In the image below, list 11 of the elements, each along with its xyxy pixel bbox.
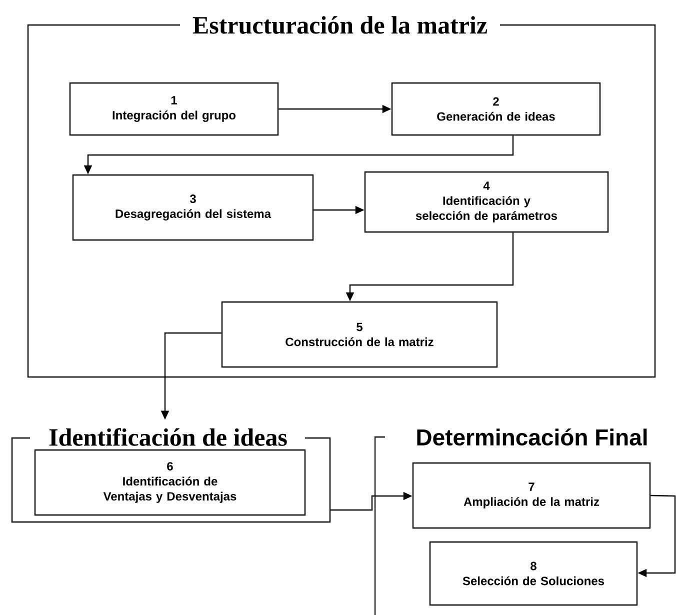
- process-box: 5 Construcción de la matriz: [221, 301, 498, 368]
- process-box: 3 Desagregación del sistema: [72, 174, 314, 241]
- process-box: 8 Selección de Soluciones: [429, 541, 638, 606]
- process-box: 2 Generación de ideas: [391, 82, 601, 136]
- process-box: 1 Integración del grupo: [69, 82, 279, 136]
- process-box: 4 Identificación y selección de parámetros: [364, 171, 609, 233]
- process-box: 7 Ampliación de la matriz: [412, 462, 651, 529]
- frame-title: Estructuración de la matriz: [192, 16, 487, 34]
- process-box: 6 Identificación de Ventajas y Desventajas: [34, 449, 306, 516]
- frame-title: Determincación Final: [417, 428, 647, 446]
- frame-title: Identificación de ideas: [49, 428, 287, 446]
